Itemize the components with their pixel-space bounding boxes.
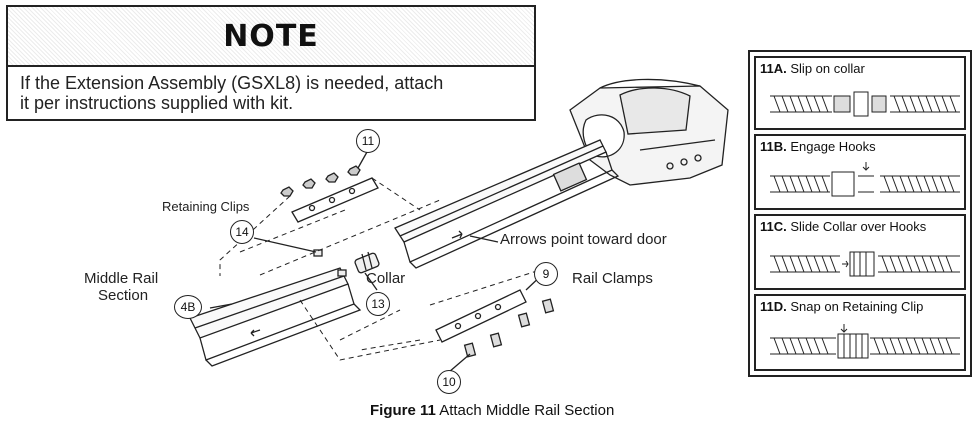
note-line-2: it per instructions supplied with kit.: [20, 93, 294, 113]
step-11d: 11D. Snap on Retaining Clip: [754, 294, 966, 371]
note-heading: NOTE: [8, 7, 534, 67]
step-11b: 11B. Engage Hooks: [754, 134, 966, 210]
figure-caption-text: Attach Middle Rail Section: [439, 402, 615, 419]
step-11b-id: 11B.: [760, 139, 787, 154]
step-11c: 11C. Slide Collar over Hooks: [754, 214, 966, 290]
note-text: If the Extension Assembly (GSXL8) is nee…: [8, 67, 534, 113]
step-11a-illustration: [770, 91, 960, 117]
figure-caption: Figure 11 Attach Middle Rail Section: [370, 402, 614, 419]
step-11b-illustration: [770, 162, 960, 197]
note-box: NOTE If the Extension Assembly (GSXL8) i…: [6, 5, 536, 121]
callout-10: 10: [437, 370, 461, 394]
nuts-upper: [280, 165, 361, 197]
label-middle-rail-line-2: Section: [98, 287, 149, 304]
label-collar: Collar: [366, 270, 406, 287]
step-11a-id: 11A.: [760, 61, 787, 76]
callout-4b: 4B: [174, 295, 202, 319]
step-11d-id: 11D.: [760, 299, 787, 314]
collar-part: [354, 251, 380, 274]
label-retaining-clips: Retaining Clips: [162, 199, 250, 214]
retaining-clip-upper: [291, 177, 379, 223]
carriage-bolts: [463, 298, 555, 358]
step-11d-text: Snap on Retaining Clip: [790, 299, 924, 314]
step-11a: 11A. Slip on collar: [754, 56, 966, 130]
step-11c-text: Slide Collar over Hooks: [790, 219, 927, 234]
callout-14: 14: [230, 220, 254, 244]
rear-rail-section: [394, 139, 620, 269]
callout-9: 9: [534, 262, 558, 286]
opener-motor-unit: [569, 78, 729, 186]
figure-number: Figure 11: [370, 402, 436, 419]
rail-assembly-illustration: [189, 78, 729, 373]
note-line-1: If the Extension Assembly (GSXL8) is nee…: [20, 73, 444, 93]
label-rail-clamps: Rail Clamps: [572, 270, 653, 287]
steps-panel: 11A. Slip on collar 11B. Engage Hooks: [748, 50, 972, 377]
step-11b-text: Engage Hooks: [790, 139, 876, 154]
middle-rail-section: [189, 267, 362, 367]
step-11c-illustration: [770, 251, 960, 277]
step-11c-id: 11C.: [760, 219, 787, 234]
callout-13: 13: [366, 292, 390, 316]
rail-clamp-lower: [435, 289, 527, 343]
label-middle-rail-line-1: Middle Rail: [84, 270, 159, 287]
callout-11: 11: [356, 129, 380, 153]
step-11a-text: Slip on collar: [790, 61, 865, 76]
label-arrows: Arrows point toward door: [500, 231, 667, 248]
step-11d-illustration: [770, 324, 960, 359]
